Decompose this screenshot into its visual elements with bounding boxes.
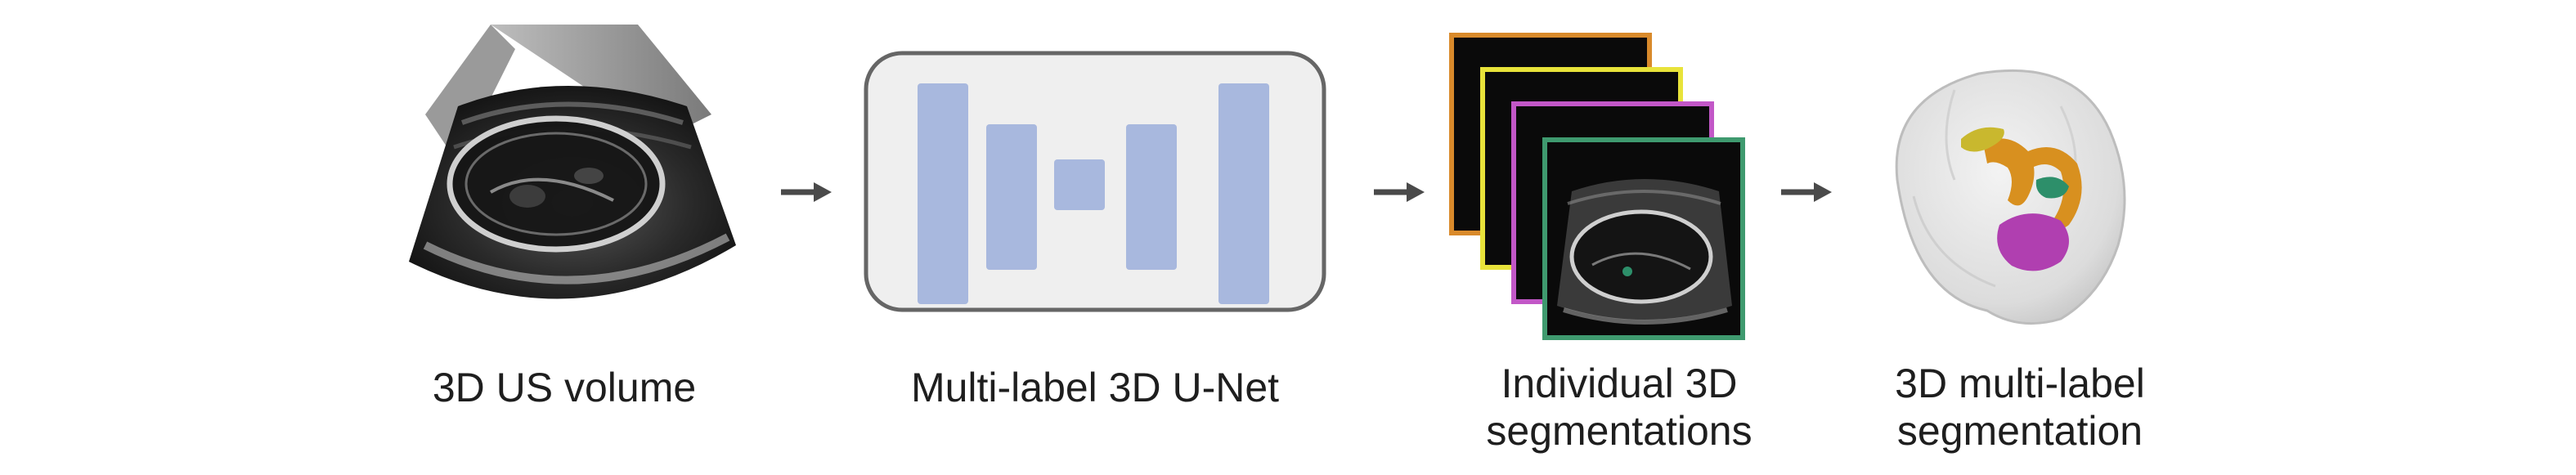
brain-3d-render-icon: [1865, 57, 2159, 335]
segmentation-stack-icon: [1439, 33, 1766, 360]
stage-label-unet: Multi-label 3D U-Net: [910, 365, 1280, 410]
stage-label-individual-line1: Individual 3D: [1501, 361, 1738, 406]
segmentation-frame-green: [1542, 137, 1745, 340]
stage-label-multilabel-line1: 3D multi-label: [1895, 361, 2145, 406]
right-arrow-icon: [781, 180, 832, 208]
stage-label-individual-line2: segmentations: [1486, 408, 1752, 454]
stage-label-us-volume: 3D US volume: [432, 365, 697, 410]
right-arrow-icon: [1374, 180, 1425, 208]
stage-label-multilabel-line2: segmentation: [1896, 408, 2143, 454]
ultrasound-volume-image: [393, 16, 736, 327]
unet-architecture-icon: [864, 51, 1326, 312]
right-arrow-icon: [1781, 180, 1832, 208]
